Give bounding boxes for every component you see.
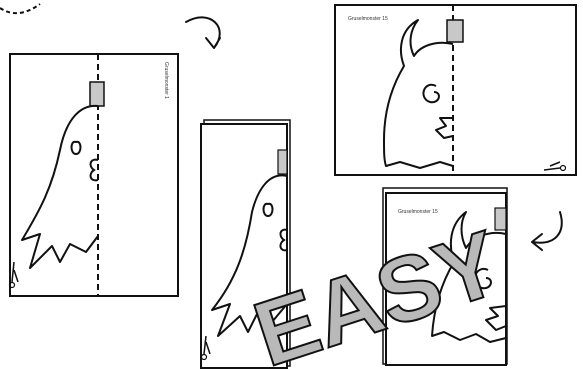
curved-arrow-icon [532, 212, 562, 250]
dashed-circle-fragment [0, 4, 40, 13]
sheet-label: Gruselmonster 15 [348, 16, 388, 22]
panel-flat-sheet-ghost: Gruselmonster 1 [10, 54, 179, 296]
tab-marker [90, 82, 104, 106]
tab-marker [447, 20, 463, 42]
panel-flat-sheet-monster: Gruselmonster 15 [335, 5, 576, 175]
sheet-label: Gruselmonster 1 [163, 62, 169, 99]
tab-marker [495, 208, 506, 230]
tab-marker [278, 150, 287, 174]
sheet-label: Gruselmonster 15 [398, 209, 438, 215]
curved-arrow-icon [186, 17, 220, 48]
